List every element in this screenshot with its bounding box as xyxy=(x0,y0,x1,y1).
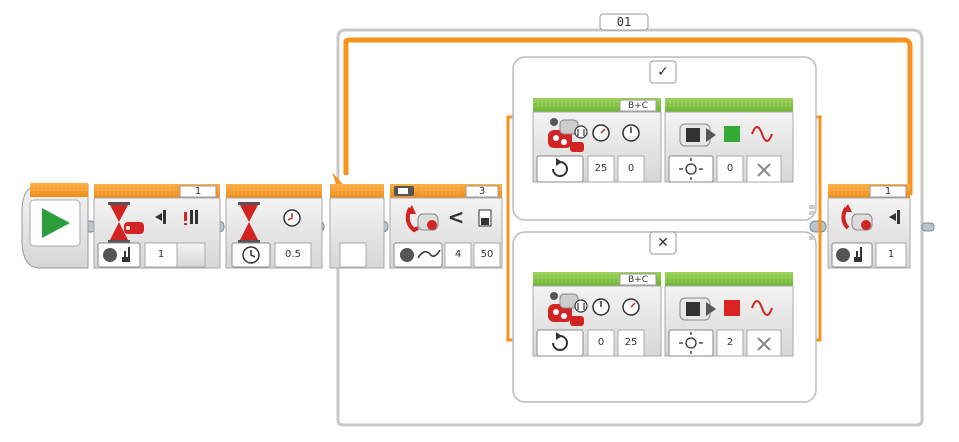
on-mode-icon xyxy=(552,161,568,177)
hourglass-icon-2 xyxy=(238,202,260,243)
speedometer-icon-left xyxy=(592,124,610,142)
motor-rotation-icon xyxy=(405,205,439,233)
power-sliders-icon-2 xyxy=(574,299,588,313)
loop-counter-label[interactable]: 01 xyxy=(616,15,632,29)
false-move-ports[interactable]: B+C xyxy=(628,275,648,285)
true-case-symbol[interactable]: ✓ xyxy=(657,64,669,80)
wait-block-3[interactable] xyxy=(827,184,911,269)
color-swatch-green xyxy=(724,126,740,142)
true-case-tab xyxy=(649,60,677,84)
wait1-mode-value[interactable]: 1 xyxy=(157,249,165,260)
start-block[interactable] xyxy=(21,183,89,269)
wait-block-2[interactable] xyxy=(225,184,323,269)
brick-icon xyxy=(679,123,716,147)
false-move-power-left[interactable]: 0 xyxy=(597,337,605,348)
switch-threshold-value[interactable]: 4 xyxy=(454,249,462,260)
case-split-handles[interactable] xyxy=(809,205,815,240)
wait1-count-label: 1 xyxy=(194,186,202,197)
light-bulb-icon-2 xyxy=(679,332,703,354)
pulse-icon-2 xyxy=(751,300,773,316)
wait3-count-label: 1 xyxy=(884,186,892,197)
false-move-power-right[interactable]: 25 xyxy=(624,337,638,348)
motor-rotation-icon-2 xyxy=(841,204,873,231)
loop-counter-box[interactable] xyxy=(599,13,649,31)
light-block-true[interactable] xyxy=(664,98,794,183)
motor-icon-small xyxy=(124,222,144,234)
hourglass-icon xyxy=(108,202,130,243)
on-mode-icon-2 xyxy=(552,335,568,351)
wait3-mode-value[interactable]: 1 xyxy=(887,249,895,260)
sensor-port-icon xyxy=(103,248,117,262)
false-case-symbol[interactable]: ✕ xyxy=(657,235,669,251)
power-sliders-icon xyxy=(574,125,588,139)
tank-motor-icon-2 xyxy=(548,292,584,326)
speedometer-icon-right xyxy=(622,124,640,142)
play-icon xyxy=(42,208,70,238)
false-light-value[interactable]: 2 xyxy=(726,337,734,348)
wait-block-1[interactable] xyxy=(93,184,221,269)
sensor-port-icon-3 xyxy=(836,248,850,262)
light-block-false[interactable] xyxy=(664,272,794,357)
move-block-false[interactable] xyxy=(532,272,662,357)
switch-threshold2-value[interactable]: 50 xyxy=(480,249,494,260)
speedometer-icon-right-2 xyxy=(622,298,640,316)
color-swatch-red xyxy=(724,300,740,316)
true-light-value[interactable]: 0 xyxy=(726,163,734,174)
light-bulb-icon xyxy=(679,158,703,180)
pulse-off-icon-2 xyxy=(757,337,771,351)
switch-block[interactable] xyxy=(389,184,503,269)
sensor-port-icon-2 xyxy=(400,248,414,262)
pulse-icon xyxy=(751,126,773,142)
speedometer-icon-left-2 xyxy=(592,298,610,316)
compare-icon-3 xyxy=(889,210,900,224)
move-block-true[interactable] xyxy=(532,98,662,183)
switch-count-label: 3 xyxy=(478,186,486,197)
false-case-tab xyxy=(649,231,677,255)
switch-compare-symbol[interactable]: < xyxy=(447,205,465,229)
degrees-icon xyxy=(417,249,441,259)
true-move-power-right[interactable]: 0 xyxy=(627,163,635,174)
timer-icon xyxy=(283,209,301,227)
wait2-time-value[interactable]: 0.5 xyxy=(285,249,301,260)
pulse-off-icon xyxy=(757,163,771,177)
mode-compare-icon xyxy=(155,210,198,225)
brick-icon-2 xyxy=(679,297,716,321)
true-move-power-left[interactable]: 25 xyxy=(594,163,608,174)
loop-start-cap xyxy=(329,184,385,269)
true-move-ports[interactable]: B+C xyxy=(628,101,648,111)
